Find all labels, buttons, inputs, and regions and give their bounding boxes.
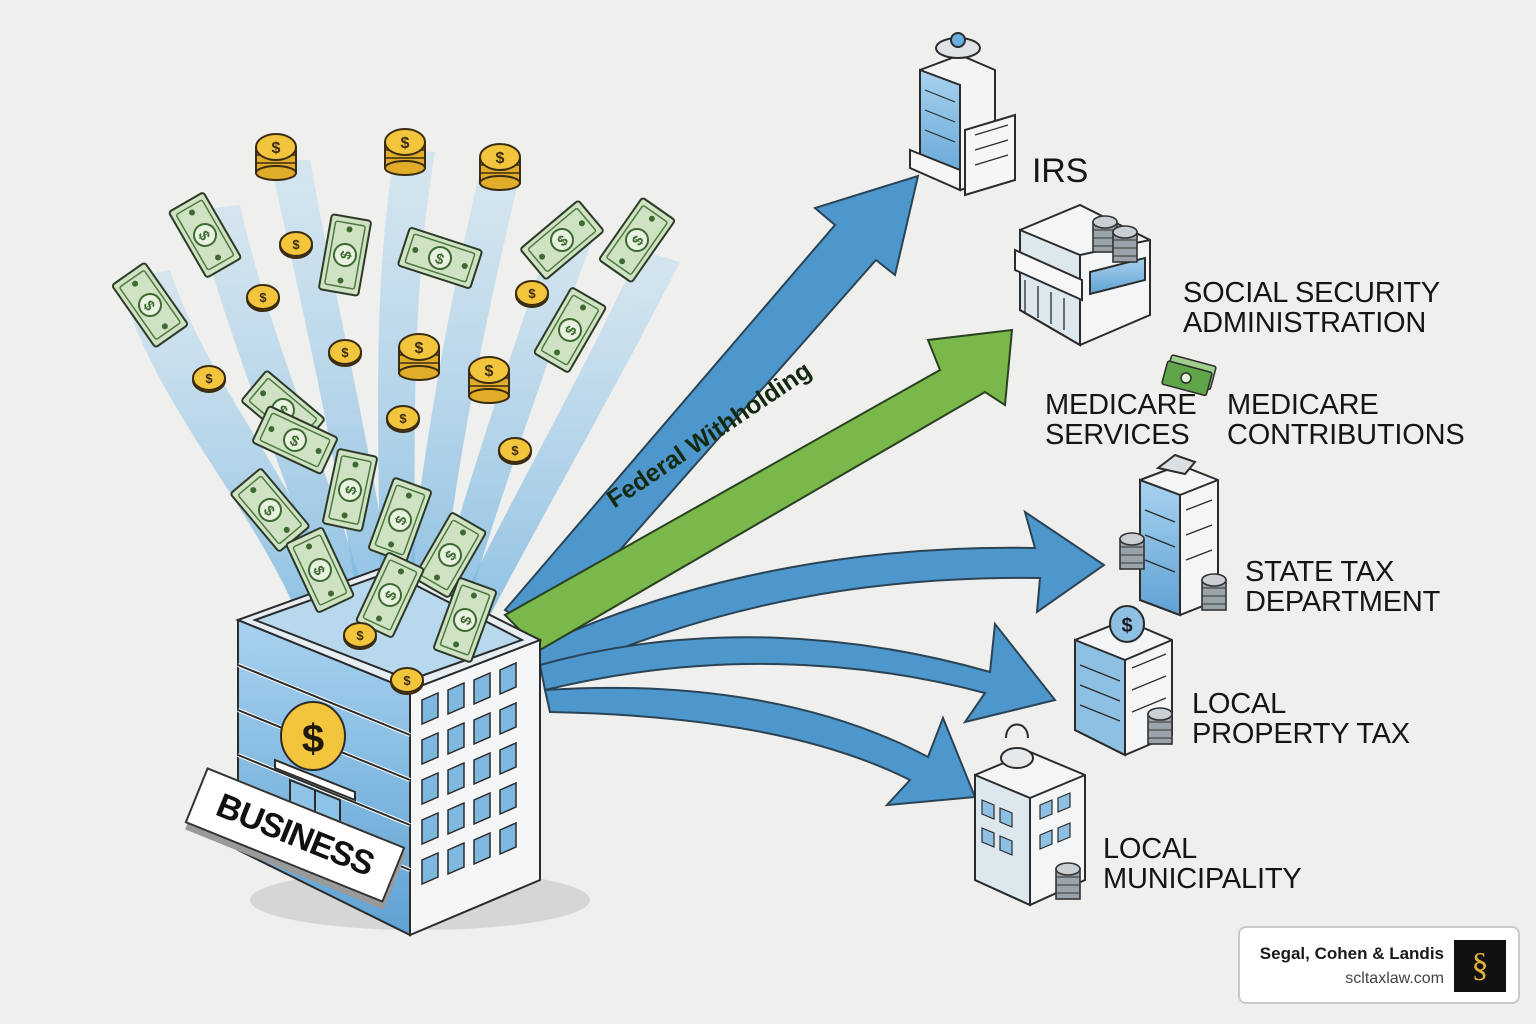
municipality-building-icon — [974, 723, 1086, 907]
municipality-label: LOCAL MUNICIPALITY — [1103, 833, 1302, 895]
arrow-to-property — [538, 621, 1057, 724]
property-tax-line1: LOCAL — [1192, 688, 1287, 720]
cash-icon — [1161, 354, 1217, 397]
municipality-line2: MUNICIPALITY — [1103, 863, 1302, 895]
irs-label: IRS — [1032, 153, 1088, 189]
state-tax-line2: DEPARTMENT — [1245, 586, 1441, 618]
medicare-contributions-line2: CONTRIBUTIONS — [1227, 419, 1465, 451]
medicare-services-label: MEDICARE SERVICES — [1045, 389, 1197, 451]
state-tax-label: STATE TAX DEPARTMENT — [1245, 557, 1440, 617]
arrow-to-municipality — [543, 686, 977, 807]
ssa-label: SOCIAL SECURITY ADMINISTRATION — [1183, 278, 1440, 338]
medicare-contributions-line1: MEDICARE — [1227, 389, 1379, 421]
property-tax-label: LOCAL PROPERTY TAX — [1192, 689, 1410, 749]
brand-url[interactable]: scltaxlaw.com — [1345, 970, 1444, 987]
property-tax-line2: PROPERTY TAX — [1192, 718, 1410, 750]
svg-text:$: $ — [1121, 615, 1132, 637]
arrow-to-state — [528, 509, 1106, 682]
ssa-label-line2: ADMINISTRATION — [1183, 307, 1427, 339]
brand-name: Segal, Cohen & Landis — [1259, 944, 1444, 963]
medicare-services-line1: MEDICARE — [1045, 389, 1197, 421]
svg-text:$: $ — [302, 717, 324, 761]
blue-arrows — [503, 174, 1106, 807]
brand-logo-icon: § — [1454, 940, 1506, 992]
ssa-label-line1: SOCIAL SECURITY — [1183, 277, 1440, 309]
irs-building-icon — [909, 32, 1016, 197]
irs-label-text: IRS — [1032, 152, 1089, 190]
brand-card[interactable]: Segal, Cohen & Landis scltaxlaw.com § — [1238, 926, 1520, 1004]
medicare-services-line2: SERVICES — [1045, 419, 1190, 451]
municipality-line1: LOCAL — [1103, 833, 1198, 865]
arrow-federal-withholding — [503, 328, 1014, 652]
medicare-contributions-label: MEDICARE CONTRIBUTIONS — [1227, 389, 1465, 451]
property-building-icon: $ — [1074, 605, 1173, 757]
state-building-icon — [1119, 453, 1227, 617]
ssa-building-icon — [1014, 203, 1151, 347]
state-tax-line1: STATE TAX — [1245, 556, 1395, 588]
dollar-coin-icon: $ — [280, 701, 346, 771]
